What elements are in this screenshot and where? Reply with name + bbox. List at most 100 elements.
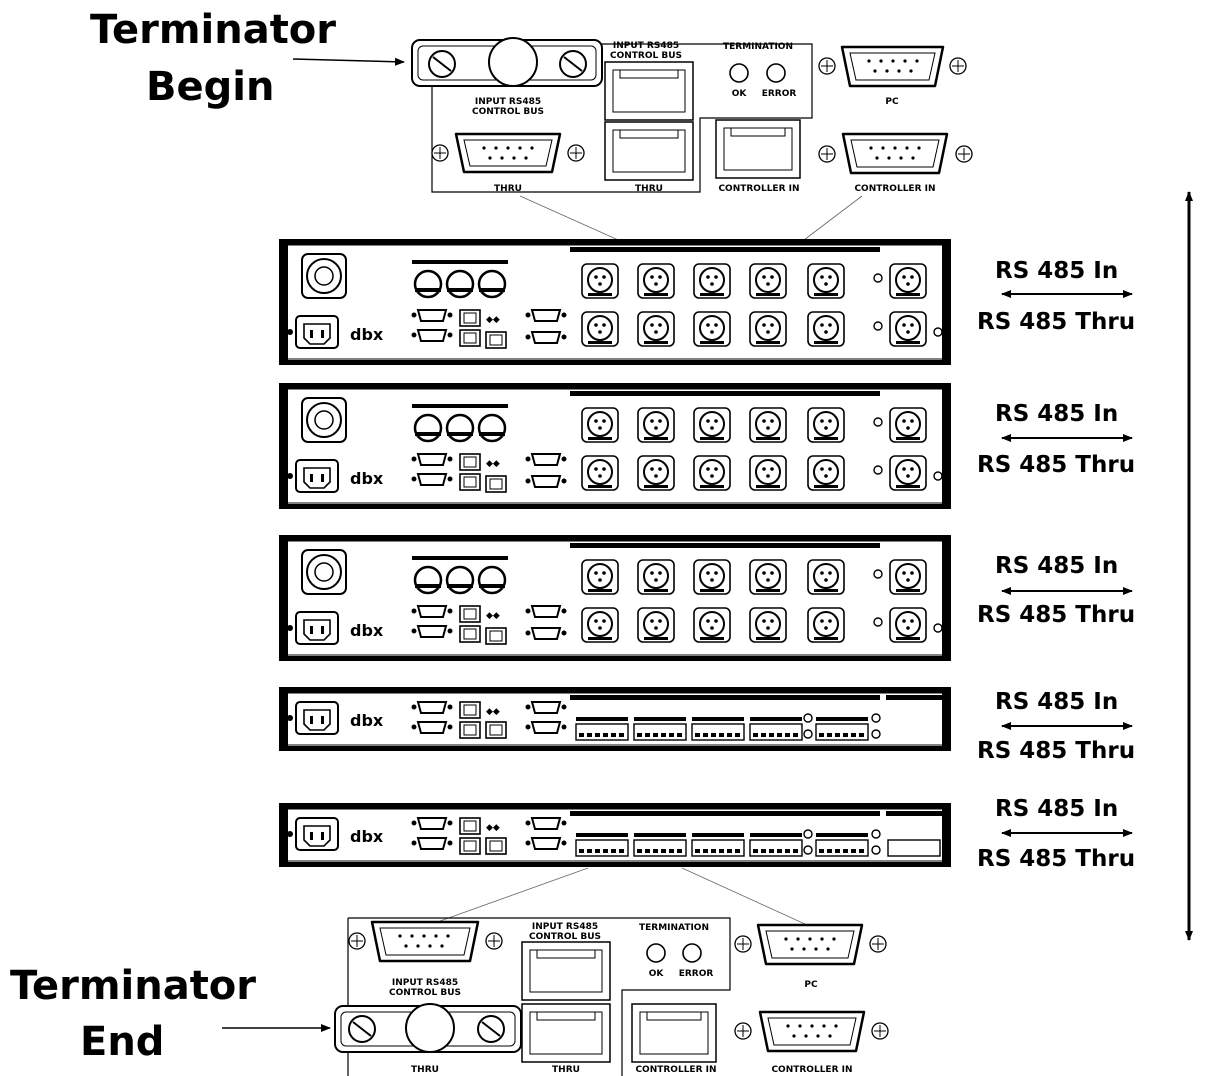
db9-pc-connector <box>735 925 886 964</box>
terminator-end-detail: INPUT RS485 CONTROL BUS INPUT RS485 CONT… <box>335 918 888 1076</box>
xlr-connector <box>694 312 730 346</box>
rs485-in-label: RS 485 In <box>995 689 1118 715</box>
xlr-connector <box>890 312 926 346</box>
rj45-port <box>460 838 480 854</box>
xlr-connector <box>750 560 786 594</box>
xlr-connector <box>750 608 786 642</box>
controller-in-label: CONTROLLER IN <box>718 184 799 194</box>
din-connector <box>415 415 441 441</box>
pc-label: PC <box>885 97 899 107</box>
indicator-led <box>874 322 882 330</box>
input-rs485-label-l2: CONTROL BUS <box>610 51 682 61</box>
rs485-in-label: RS 485 In <box>995 796 1118 822</box>
rj45-port <box>522 942 610 1000</box>
terminal-block-connector <box>576 833 628 856</box>
xlr-connector <box>582 264 618 298</box>
indicator-led <box>934 472 942 480</box>
controller-in-rj45-port <box>716 120 800 178</box>
rj45-port <box>460 310 480 326</box>
rack-unit-2ru: dbx◆◆ <box>280 536 950 660</box>
rj45-port <box>486 838 506 854</box>
rj45-port <box>460 818 480 834</box>
rj45-port <box>460 702 480 718</box>
brand-logo: dbx <box>350 827 384 846</box>
rs485-thru-label: RS 485 Thru <box>977 602 1135 628</box>
xlr-connector <box>890 264 926 298</box>
terminator-plug <box>412 38 602 86</box>
svg-text:◆◆: ◆◆ <box>486 823 500 833</box>
svg-text:◆◆: ◆◆ <box>486 459 500 469</box>
xlr-connector <box>638 608 674 642</box>
din-connector <box>447 415 473 441</box>
thru-label: THRU <box>552 1065 580 1075</box>
brand-logo: dbx <box>350 325 384 344</box>
rj45-port <box>460 454 480 470</box>
xlr-connector <box>582 312 618 346</box>
indicator-led <box>872 830 880 838</box>
xlr-connector <box>694 456 730 490</box>
rs485-in-label: RS 485 In <box>995 553 1118 579</box>
terminal-block-connector <box>750 717 802 740</box>
rs485-thru-label: RS 485 Thru <box>977 738 1135 764</box>
error-led <box>683 944 701 962</box>
input-rs485-label-l2: CONTROL BUS <box>389 988 461 998</box>
xlr-connector <box>582 560 618 594</box>
terminal-block-connector <box>692 717 744 740</box>
input-rs485-label-l1: INPUT RS485 <box>475 97 541 107</box>
xlr-connector <box>808 408 844 442</box>
indicator-led <box>804 730 812 738</box>
rack-unit-2ru: dbx ◆◆ <box>280 240 950 364</box>
fan-grille <box>302 254 346 298</box>
din-connector <box>447 567 473 593</box>
input-rs485-label-l1: INPUT RS485 <box>392 978 458 988</box>
fan-grille <box>302 398 346 442</box>
db9-controller-in-connector <box>735 1012 888 1051</box>
rj45-port <box>460 722 480 738</box>
controller-in-rj45-port <box>632 1004 716 1062</box>
rj45-port <box>460 474 480 490</box>
termination-label: TERMINATION <box>639 923 709 933</box>
din-connector <box>479 415 505 441</box>
terminator-plug <box>335 1004 521 1052</box>
xlr-connector <box>750 456 786 490</box>
svg-text:◆◆: ◆◆ <box>486 315 500 325</box>
input-rs485-label-l2: CONTROL BUS <box>529 932 601 942</box>
indicator-led <box>874 274 882 282</box>
indicator-led <box>874 418 882 426</box>
input-rs485-label-l1: INPUT RS485 <box>613 41 679 51</box>
xlr-connector <box>808 312 844 346</box>
indicator-led <box>872 714 880 722</box>
xlr-connector <box>694 264 730 298</box>
xlr-connector <box>750 312 786 346</box>
db9-pc-connector <box>819 47 966 86</box>
indicator-led <box>872 846 880 854</box>
ok-led <box>647 944 665 962</box>
din-connector <box>447 271 473 297</box>
indicator-led <box>804 830 812 838</box>
terminal-block-connector <box>816 717 868 740</box>
terminal-block-connector <box>750 833 802 856</box>
terminal-block-connector <box>692 833 744 856</box>
xlr-connector <box>890 608 926 642</box>
din-connector <box>415 567 441 593</box>
db9-controller-in-connector <box>819 134 972 173</box>
rj45-port <box>605 62 693 120</box>
indicator-led <box>874 466 882 474</box>
xlr-connector <box>582 456 618 490</box>
svg-text:◆◆: ◆◆ <box>486 707 500 717</box>
rj45-port <box>460 606 480 622</box>
xlr-connector <box>694 608 730 642</box>
xlr-connector <box>582 608 618 642</box>
rj45-port <box>486 628 506 644</box>
brand-logo: dbx <box>350 469 384 488</box>
indicator-led <box>872 730 880 738</box>
terminator-begin-detail: INPUT RS485 CONTROL BUS INPUT RS485 CONT… <box>412 38 972 194</box>
rs485-thru-label: RS 485 Thru <box>977 452 1135 478</box>
rj45-port <box>486 332 506 348</box>
indicator-led <box>804 714 812 722</box>
input-rs485-label-l2: CONTROL BUS <box>472 107 544 117</box>
termination-label: TERMINATION <box>723 42 793 52</box>
din-connector <box>479 271 505 297</box>
